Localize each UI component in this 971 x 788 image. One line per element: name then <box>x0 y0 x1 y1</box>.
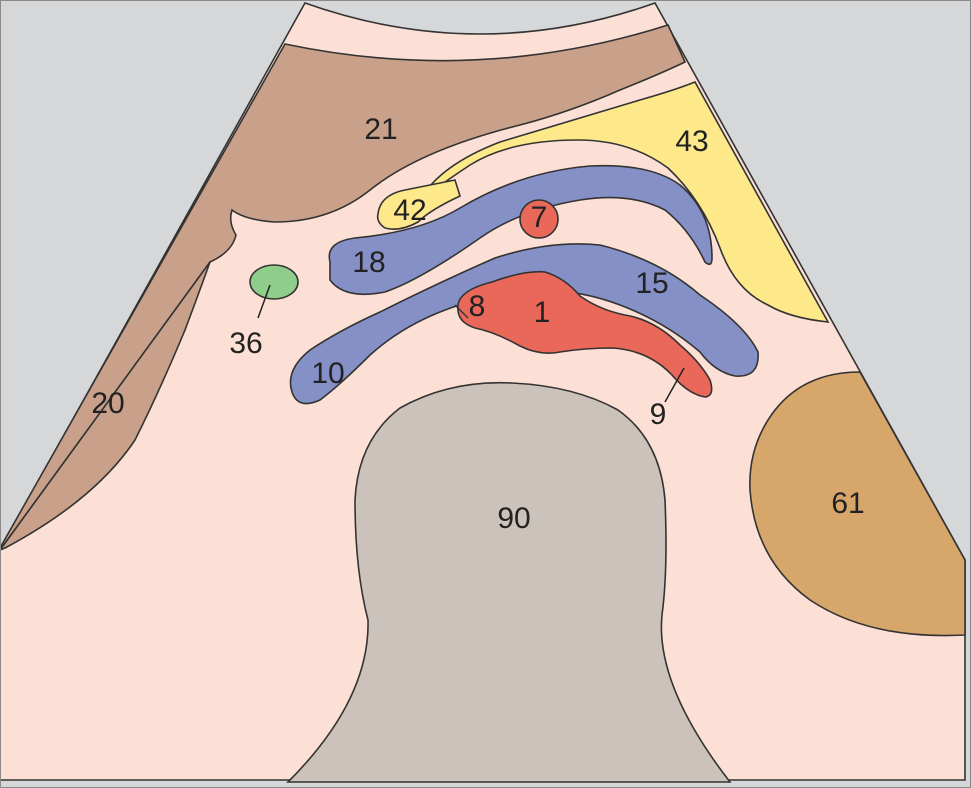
label-15: 15 <box>635 267 668 300</box>
structure-1-8-9 <box>457 270 713 398</box>
label-7: 7 <box>531 201 548 234</box>
structure-61 <box>749 371 966 637</box>
label-61: 61 <box>831 487 864 520</box>
leader-36 <box>257 284 271 319</box>
label-1: 1 <box>534 296 551 329</box>
structure-43 <box>419 80 830 323</box>
label-90: 90 <box>497 502 530 535</box>
structure-10-15 <box>289 243 759 405</box>
label-43: 43 <box>675 125 708 158</box>
label-20: 20 <box>91 387 124 420</box>
structure-36 <box>249 264 299 300</box>
structure-90 <box>286 381 732 783</box>
vessel-7 <box>519 199 559 239</box>
leader-9 <box>664 367 685 403</box>
label-9: 9 <box>650 398 667 431</box>
structure-18 <box>328 164 713 296</box>
structure-20 <box>0 261 211 551</box>
structure-42 <box>376 179 461 230</box>
label-42: 42 <box>393 194 426 227</box>
label-21: 21 <box>364 113 397 146</box>
label-36: 36 <box>229 327 262 360</box>
structure-21 <box>0 24 687 552</box>
label-18: 18 <box>352 246 385 279</box>
label-8: 8 <box>469 290 486 323</box>
label-10: 10 <box>311 357 344 390</box>
divider-8 <box>454 304 469 319</box>
